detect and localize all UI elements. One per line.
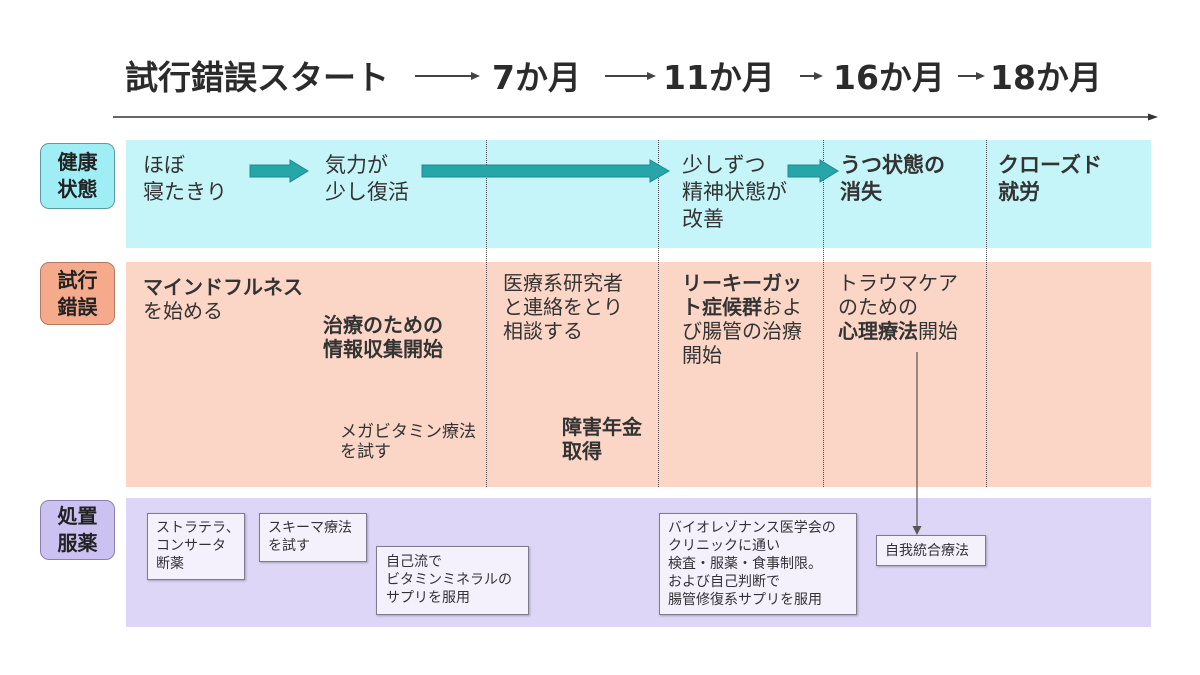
trial-mindfulness: マインドフルネスを始める	[143, 275, 303, 323]
trial-leaky-gut: リーキーガッ ト症候群およ び腸管の治療 開始	[682, 271, 802, 367]
arrow-head	[976, 72, 985, 80]
treatment-box-bioresonance: バイオレゾナンス医学会の クリニックに通い 検査・服薬・食事制限。 および自己判…	[659, 513, 857, 615]
stage-18-months: 18か月	[990, 58, 1102, 97]
period-divider	[823, 140, 824, 487]
mindfulness-title: マインドフルネス	[143, 275, 303, 299]
mindfulness-rest: を始める	[143, 299, 223, 323]
period-divider	[658, 140, 659, 487]
arrow-right-icon	[958, 72, 985, 80]
progress-arrow-icon	[421, 159, 670, 183]
arrow-right-icon	[605, 72, 656, 80]
trial-info-gathering: 治療のための 情報収集開始	[323, 313, 443, 361]
stage-start: 試行錯誤スタート	[125, 58, 389, 97]
connector-arrow	[912, 352, 922, 535]
progress-arrow-shape	[249, 159, 309, 183]
treatment-row-label: 処置 服薬	[40, 500, 115, 560]
trial-megavitamin: メガビタミン療法 を試す	[340, 422, 476, 462]
stage-11-months: 11か月	[663, 58, 775, 97]
trial-row	[126, 262, 1151, 487]
treatment-box-supplements: 自己流で ビタミンミネラルの サプリを服用	[376, 546, 529, 615]
trial-pension: 障害年金 取得	[562, 415, 642, 463]
period-divider	[986, 140, 987, 487]
progress-arrow-icon	[787, 159, 839, 183]
health-depression-gone: うつ状態の 消失	[840, 153, 945, 204]
trauma-care-lead: トラウマケア のための	[838, 271, 958, 319]
leaky-gut-rest: およ び腸管の治療 開始	[682, 295, 802, 367]
trial-trauma-care: トラウマケア のための心理療法開始	[838, 271, 958, 343]
arrow-right-icon	[800, 72, 823, 80]
health-closed-employment: クローズド 就労	[998, 153, 1102, 204]
connector-arrow-head	[912, 526, 922, 535]
progress-arrow-shape	[421, 159, 670, 183]
stage-7-months: 7か月	[492, 58, 581, 97]
leaky-gut-bold: リーキーガッ ト症候群	[682, 271, 802, 319]
arrow-head	[471, 72, 480, 80]
progress-arrow-shape	[787, 159, 839, 183]
progress-arrow-icon	[249, 159, 309, 183]
treatment-box-schema: スキーマ療法 を試す	[259, 513, 367, 562]
stage-16-months: 16か月	[833, 58, 945, 97]
health-row-label: 健康 状態	[40, 143, 115, 209]
health-row	[126, 140, 1151, 248]
trauma-care-rest: 開始	[918, 319, 958, 343]
treatment-box-strattera: ストラテラ、 コンサータ 断薬	[147, 513, 245, 580]
arrow-head	[814, 72, 823, 80]
trauma-care-bold: 心理療法	[838, 319, 918, 343]
arrow-head	[647, 72, 656, 80]
health-improving: 少しずつ 精神状態が 改善	[682, 153, 787, 231]
treatment-box-ego-integration: 自我統合療法	[876, 535, 986, 566]
trial-row-label: 試行 錯誤	[40, 262, 115, 325]
health-bedridden: ほぼ 寝たきり	[143, 153, 227, 204]
period-divider	[486, 140, 487, 487]
health-recovering: 気力が 少し復活	[325, 153, 409, 204]
axis-arrow-head	[1148, 113, 1158, 121]
timeline-axis-arrow	[113, 113, 1158, 121]
trial-researcher: 医療系研究者 と連絡をとり 相談する	[503, 271, 623, 343]
arrow-right-icon	[415, 72, 480, 80]
